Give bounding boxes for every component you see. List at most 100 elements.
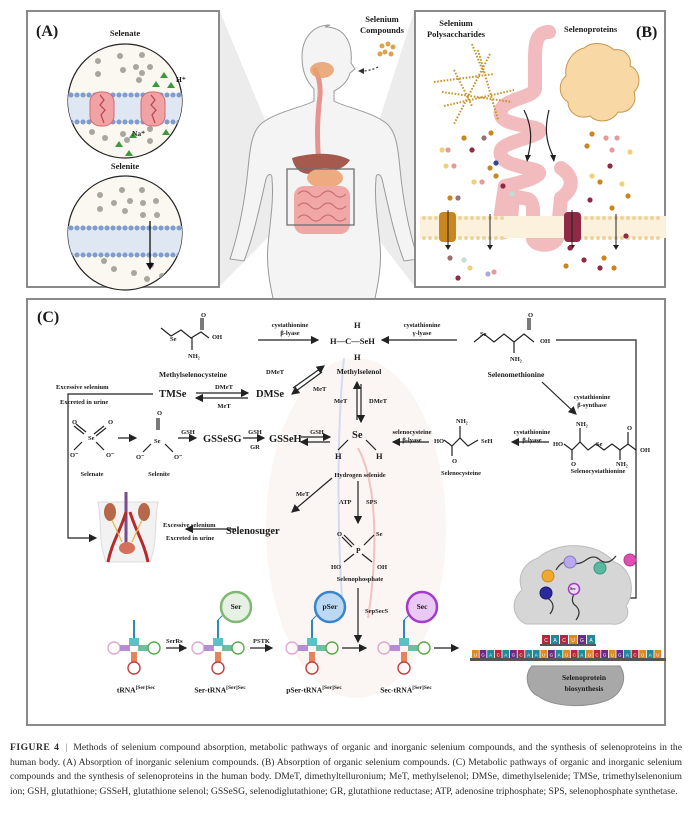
pser-circle xyxy=(313,590,347,624)
panel-c: (C) xyxy=(26,298,666,726)
enzyme-cbs-1: cystathionine xyxy=(573,394,611,401)
panel-b-tag: (B) xyxy=(636,24,658,41)
anticodon-letter: G xyxy=(580,638,584,644)
intestine-zoom-box xyxy=(286,168,355,226)
mrna-base-letter: A xyxy=(626,653,629,658)
mrna-base xyxy=(532,650,540,658)
panel-a-tag: (A) xyxy=(36,23,59,40)
mrna-base xyxy=(570,650,578,658)
enzyme-met-selenosuger: MeT xyxy=(296,491,310,498)
mrna-base xyxy=(631,650,639,658)
gsseh-label: GSSeH xyxy=(269,434,302,445)
enzyme-cgl-2: γ-lyase xyxy=(412,330,432,337)
hydrogen-selenide-label: Hydrogen selenide xyxy=(334,472,386,479)
selenomethionine-oh: OH xyxy=(540,338,551,345)
hydrogen-selenide-h-right: H xyxy=(376,451,383,461)
mrna-base xyxy=(586,650,593,658)
selenomethionine-nh2: NH₂ xyxy=(510,356,522,363)
selenocysteine-ho: HO xyxy=(434,438,445,445)
enzyme-met-horiz: MeT xyxy=(217,403,231,410)
mrna-base xyxy=(517,650,525,658)
kidney-left xyxy=(104,503,116,521)
selenate-o-right: O xyxy=(108,419,114,426)
panel-b: (B) Selenium Polysaccharides Selenoprote… xyxy=(414,10,666,288)
anticodon-base xyxy=(560,635,568,644)
mrna-base-letter: U xyxy=(565,653,568,658)
mrna-base-letter: A xyxy=(489,653,492,658)
mrna-base-letter: A xyxy=(527,653,530,658)
methylselenocysteine-nh2: NH₂ xyxy=(188,353,200,360)
methylselenocysteine-se: Se xyxy=(170,336,177,343)
anticodon-base xyxy=(569,635,577,644)
selenate-o-minus-left: O⁻ xyxy=(70,452,79,459)
selenosuger-label: Selenosuger xyxy=(226,526,280,537)
methylselenocysteine-oh: OH xyxy=(212,334,223,341)
selenoproteins-label: Selenoproteins xyxy=(564,24,618,34)
trna-4 xyxy=(377,607,431,675)
mrna-base xyxy=(608,650,616,658)
mrna-base xyxy=(555,650,563,658)
selenium-polysaccharides-label-2: Polysaccharides xyxy=(426,29,486,39)
h-ion-label: H⁺ xyxy=(176,75,186,84)
trna-3 xyxy=(285,607,339,675)
selenophosphate-ho: HO xyxy=(331,564,342,571)
mrna-base xyxy=(578,650,586,658)
bladder xyxy=(119,542,135,554)
selenite-o: O xyxy=(157,410,163,417)
tmse-label: TMSe xyxy=(159,389,187,400)
enzyme-scl-1: selenocysteine xyxy=(392,429,432,436)
selenocysteine-o: O xyxy=(452,458,458,465)
sec-trna-label: Sec-tRNA[Ser]Sec xyxy=(380,685,432,695)
selenate-membrane-diagram xyxy=(67,43,183,291)
sec-mini-label: Sec xyxy=(570,586,576,591)
mrna-base-letter: G xyxy=(603,653,607,658)
mrna-base xyxy=(479,650,487,658)
enzyme-cbl-top-1: cystathionine xyxy=(271,322,309,329)
selenomethionine-label: Selenomethionine xyxy=(487,370,545,379)
mrna-base xyxy=(563,650,570,658)
selenate-label: Selenate xyxy=(80,471,104,478)
mrna-base-letter: C xyxy=(595,653,599,658)
amino-acid-magenta xyxy=(623,553,637,567)
mrna-base xyxy=(494,650,502,658)
selenocystathionine-nh2-top: NH₂ xyxy=(576,421,588,428)
mrna-base xyxy=(601,650,608,658)
mrna-base-letter: A xyxy=(557,653,560,658)
selenocysteine-nh2: NH₂ xyxy=(456,418,468,425)
mrna-base-letter: G xyxy=(481,653,485,658)
mrna-base xyxy=(540,650,548,658)
selenophosphate-o: O xyxy=(337,531,343,538)
biosynthesis-label-1: Selenoprotein xyxy=(561,673,607,682)
excretion-top-excreted: Excreted in urine xyxy=(60,399,109,406)
selenite-label: Selenite xyxy=(148,471,170,478)
selenocysteine-label: Selenocysteine xyxy=(440,470,482,477)
mrna-base-letter: C xyxy=(633,653,637,658)
dmse-label: DMSe xyxy=(256,389,284,400)
enzyme-dmet-horiz: DMeT xyxy=(214,384,234,391)
mrna-base-letter: U xyxy=(588,653,591,658)
pser-circle-label: pSer xyxy=(322,602,338,611)
enzyme-scl-2: β-lyase xyxy=(402,437,422,444)
selenium-compounds-label-1: Selenium xyxy=(365,14,399,24)
methylselenol-label: Methylselenol xyxy=(336,367,382,376)
enzyme-atp: ATP xyxy=(339,499,352,506)
anticodon-letter: A xyxy=(589,638,593,644)
transporter-left xyxy=(89,91,115,127)
mrna-base-letter: U xyxy=(656,653,659,658)
mrna-base xyxy=(510,650,517,658)
enzyme-gsh-1: GSH xyxy=(181,429,195,436)
mrna-base xyxy=(646,650,654,658)
sec-mini-circle xyxy=(567,582,581,596)
anticodon-base xyxy=(551,635,559,644)
enzyme-cbl-mid-2: β-lyase xyxy=(522,437,542,444)
esophagus xyxy=(312,67,323,167)
selenium-compounds-label-2: Compounds xyxy=(360,25,404,35)
enzyme-cgl-1: cystathionine xyxy=(403,322,441,329)
figure-label: FIGURE 4 xyxy=(10,742,60,753)
figure-caption: FIGURE 4|Methods of selenium compound ab… xyxy=(10,741,682,799)
ribosome-small-subunit xyxy=(526,665,624,707)
faint-background-figure xyxy=(266,357,446,698)
transporter-right xyxy=(140,91,166,127)
anticodon-letter: U xyxy=(571,638,575,644)
methylselenol-structure: H—C—SeH xyxy=(330,336,375,346)
